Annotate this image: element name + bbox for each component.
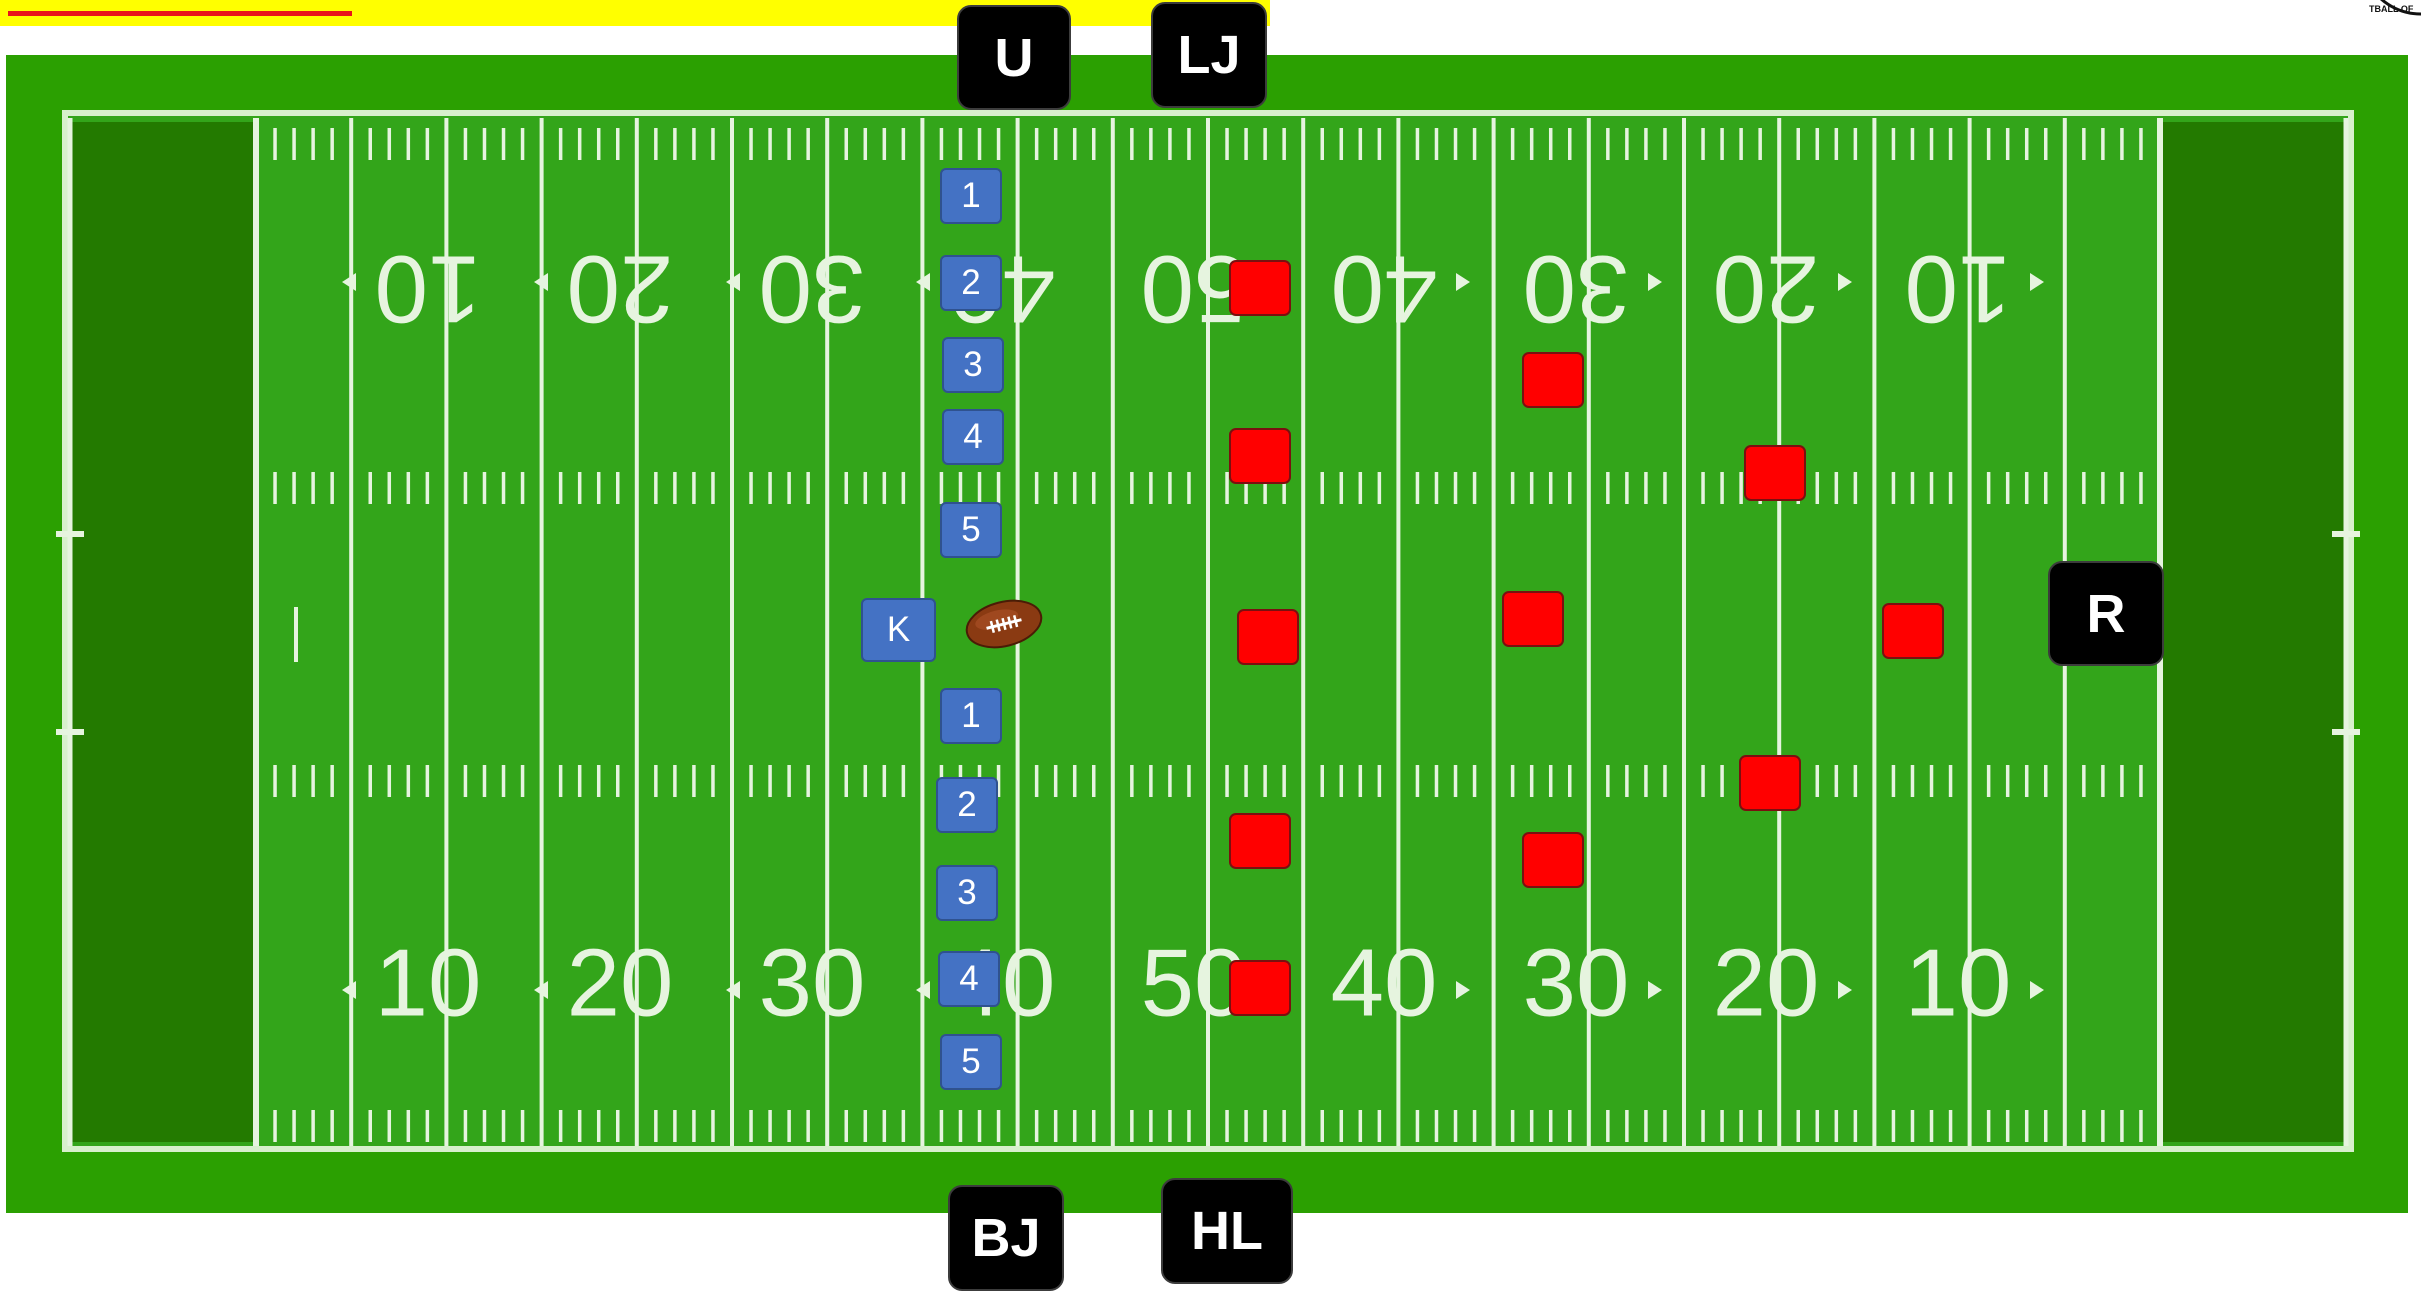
kicking-player-upper-5: 5	[940, 502, 1002, 558]
head-linesman-badge: HL	[1161, 1178, 1293, 1284]
kicking-player-lower-4: 4	[938, 951, 1000, 1007]
receiving-player	[1522, 832, 1584, 888]
line-judge-badge: LJ	[1151, 2, 1267, 108]
bottom-direction-arrow	[1456, 981, 1470, 999]
receiving-player	[1882, 603, 1944, 659]
top-direction-arrow	[1838, 273, 1852, 291]
kicking-player-lower-3: 3	[936, 865, 998, 921]
bottom-yard-number: 10	[375, 929, 482, 1036]
referee-badge: R	[2048, 561, 2164, 666]
receiving-player	[1229, 813, 1291, 869]
receiving-player	[1744, 445, 1806, 501]
bottom-direction-arrow	[2030, 981, 2044, 999]
bottom-yard-number: 30	[1523, 929, 1630, 1036]
bottom-direction-arrow	[342, 981, 356, 999]
receiving-player	[1502, 591, 1564, 647]
kicker-player: K	[861, 598, 936, 662]
bottom-yard-number: 10	[1905, 929, 2012, 1036]
bottom-yard-number: 40	[1331, 929, 1438, 1036]
top-yard-number: 30	[759, 236, 866, 343]
top-yard-number: 40	[1331, 236, 1438, 343]
top-yard-number: 30	[1523, 236, 1630, 343]
bottom-direction-arrow	[1838, 981, 1852, 999]
top-yard-number: 10	[1905, 236, 2012, 343]
receiving-player	[1229, 960, 1291, 1016]
kicking-player-upper-1: 1	[940, 168, 1002, 224]
receiving-player	[1229, 260, 1291, 316]
kicking-player-lower-5: 5	[940, 1034, 1002, 1090]
top-yard-number: 10	[375, 236, 482, 343]
kicking-player-upper-2: 2	[940, 255, 1002, 311]
kicking-player-upper-3: 3	[942, 337, 1004, 393]
top-yard-number: 20	[1713, 236, 1820, 343]
bottom-yard-number: 30	[759, 929, 866, 1036]
receiving-player	[1229, 428, 1291, 484]
top-yard-number: 20	[567, 236, 674, 343]
umpire-badge: U	[957, 5, 1071, 110]
kicking-player-lower-1: 1	[940, 688, 1002, 744]
kicking-player-upper-4: 4	[942, 409, 1004, 465]
bottom-yard-number: 20	[567, 929, 674, 1036]
receiving-player	[1237, 609, 1299, 665]
receiving-player	[1739, 755, 1801, 811]
top-direction-arrow	[1648, 273, 1662, 291]
bottom-direction-arrow	[1648, 981, 1662, 999]
kicking-player-lower-2: 2	[936, 777, 998, 833]
receiving-player	[1522, 352, 1584, 408]
back-judge-badge: BJ	[948, 1185, 1064, 1291]
top-direction-arrow	[1456, 273, 1470, 291]
bottom-yard-number: 20	[1713, 929, 1820, 1036]
football-icon	[962, 594, 1046, 654]
top-direction-arrow	[2030, 273, 2044, 291]
top-direction-arrow	[342, 273, 356, 291]
